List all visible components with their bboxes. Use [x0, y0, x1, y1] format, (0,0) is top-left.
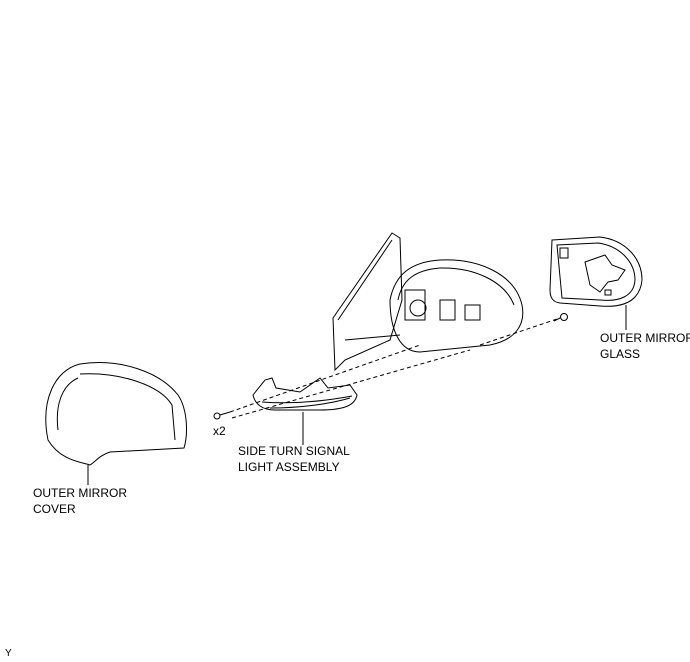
screw-quantity-label: x2: [213, 424, 226, 438]
outer-mirror-glass-drawing: [549, 236, 643, 330]
label-line: OUTER MIRROR: [600, 331, 690, 345]
outer-mirror-cover-label: OUTER MIRROR COVER: [33, 485, 127, 517]
label-line: GLASS: [600, 347, 641, 361]
label-line: LIGHT ASSEMBLY: [238, 460, 340, 474]
outer-mirror-cover-drawing: [45, 362, 187, 485]
outer-mirror-body-drawing: [332, 232, 561, 372]
screw-drawing: [213, 344, 471, 420]
outer-mirror-glass-label: OUTER MIRROR GLASS: [600, 330, 690, 362]
glass-screw-drawing: [553, 313, 568, 322]
label-line: COVER: [33, 502, 76, 516]
label-line: OUTER MIRROR: [33, 486, 127, 500]
side-turn-signal-label: SIDE TURN SIGNAL LIGHT ASSEMBLY: [238, 443, 350, 475]
corner-mark: Y: [5, 648, 12, 659]
side-turn-signal-drawing: [252, 377, 358, 445]
label-line: SIDE TURN SIGNAL: [238, 444, 350, 458]
